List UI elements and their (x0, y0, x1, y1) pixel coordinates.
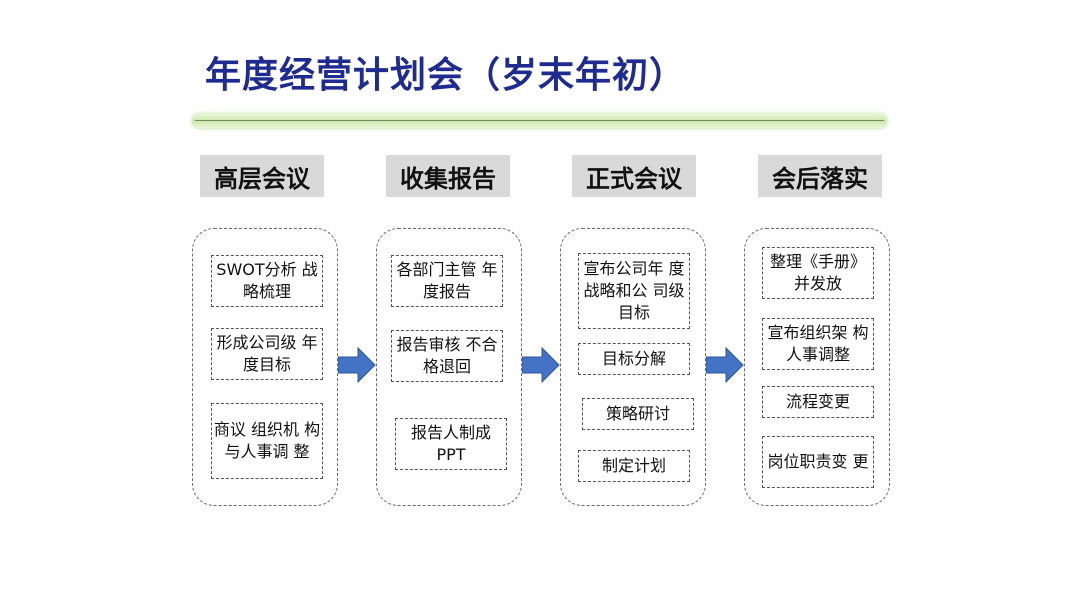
stage-2-item-3: 报告人制成 PPT (395, 418, 507, 470)
stage-header-1: 高层会议 (200, 155, 324, 197)
stage-4-item-3: 流程变更 (762, 386, 874, 418)
title-divider (192, 114, 887, 128)
stage-header-2: 收集报告 (386, 155, 510, 197)
flow-arrow-1-icon (338, 346, 376, 384)
stage-4-item-2: 宣布组织架 构人事调整 (762, 318, 874, 370)
stage-1-item-3: 商议 组织机 构与人事调 整 (211, 403, 323, 479)
stage-4-item-1: 整理《手册》 并发放 (762, 247, 874, 299)
stage-2-item-1: 各部门主管 年度报告 (391, 255, 503, 307)
stage-1-item-2: 形成公司级 年度目标 (211, 328, 323, 380)
stage-3-item-1: 宣布公司年 度战略和公 司级目标 (578, 253, 690, 329)
stage-1-item-1: SWOT分析 战略梳理 (211, 255, 323, 307)
flow-arrow-2-icon (522, 346, 560, 384)
page-title: 年度经营计划会（岁末年初） (205, 55, 687, 96)
divider-line (195, 120, 884, 121)
stage-column-4 (744, 228, 890, 506)
stage-3-item-3: 策略研讨 (582, 398, 694, 430)
stage-4-item-4: 岗位职责变 更 (762, 436, 874, 488)
stage-2-item-2: 报告审核 不合格退回 (391, 330, 503, 382)
stage-header-3: 正式会议 (572, 155, 696, 197)
stage-3-item-4: 制定计划 (578, 450, 690, 482)
flow-arrow-3-icon (706, 346, 744, 384)
stage-header-4: 会后落实 (758, 155, 882, 197)
stage-3-item-2: 目标分解 (578, 343, 690, 375)
